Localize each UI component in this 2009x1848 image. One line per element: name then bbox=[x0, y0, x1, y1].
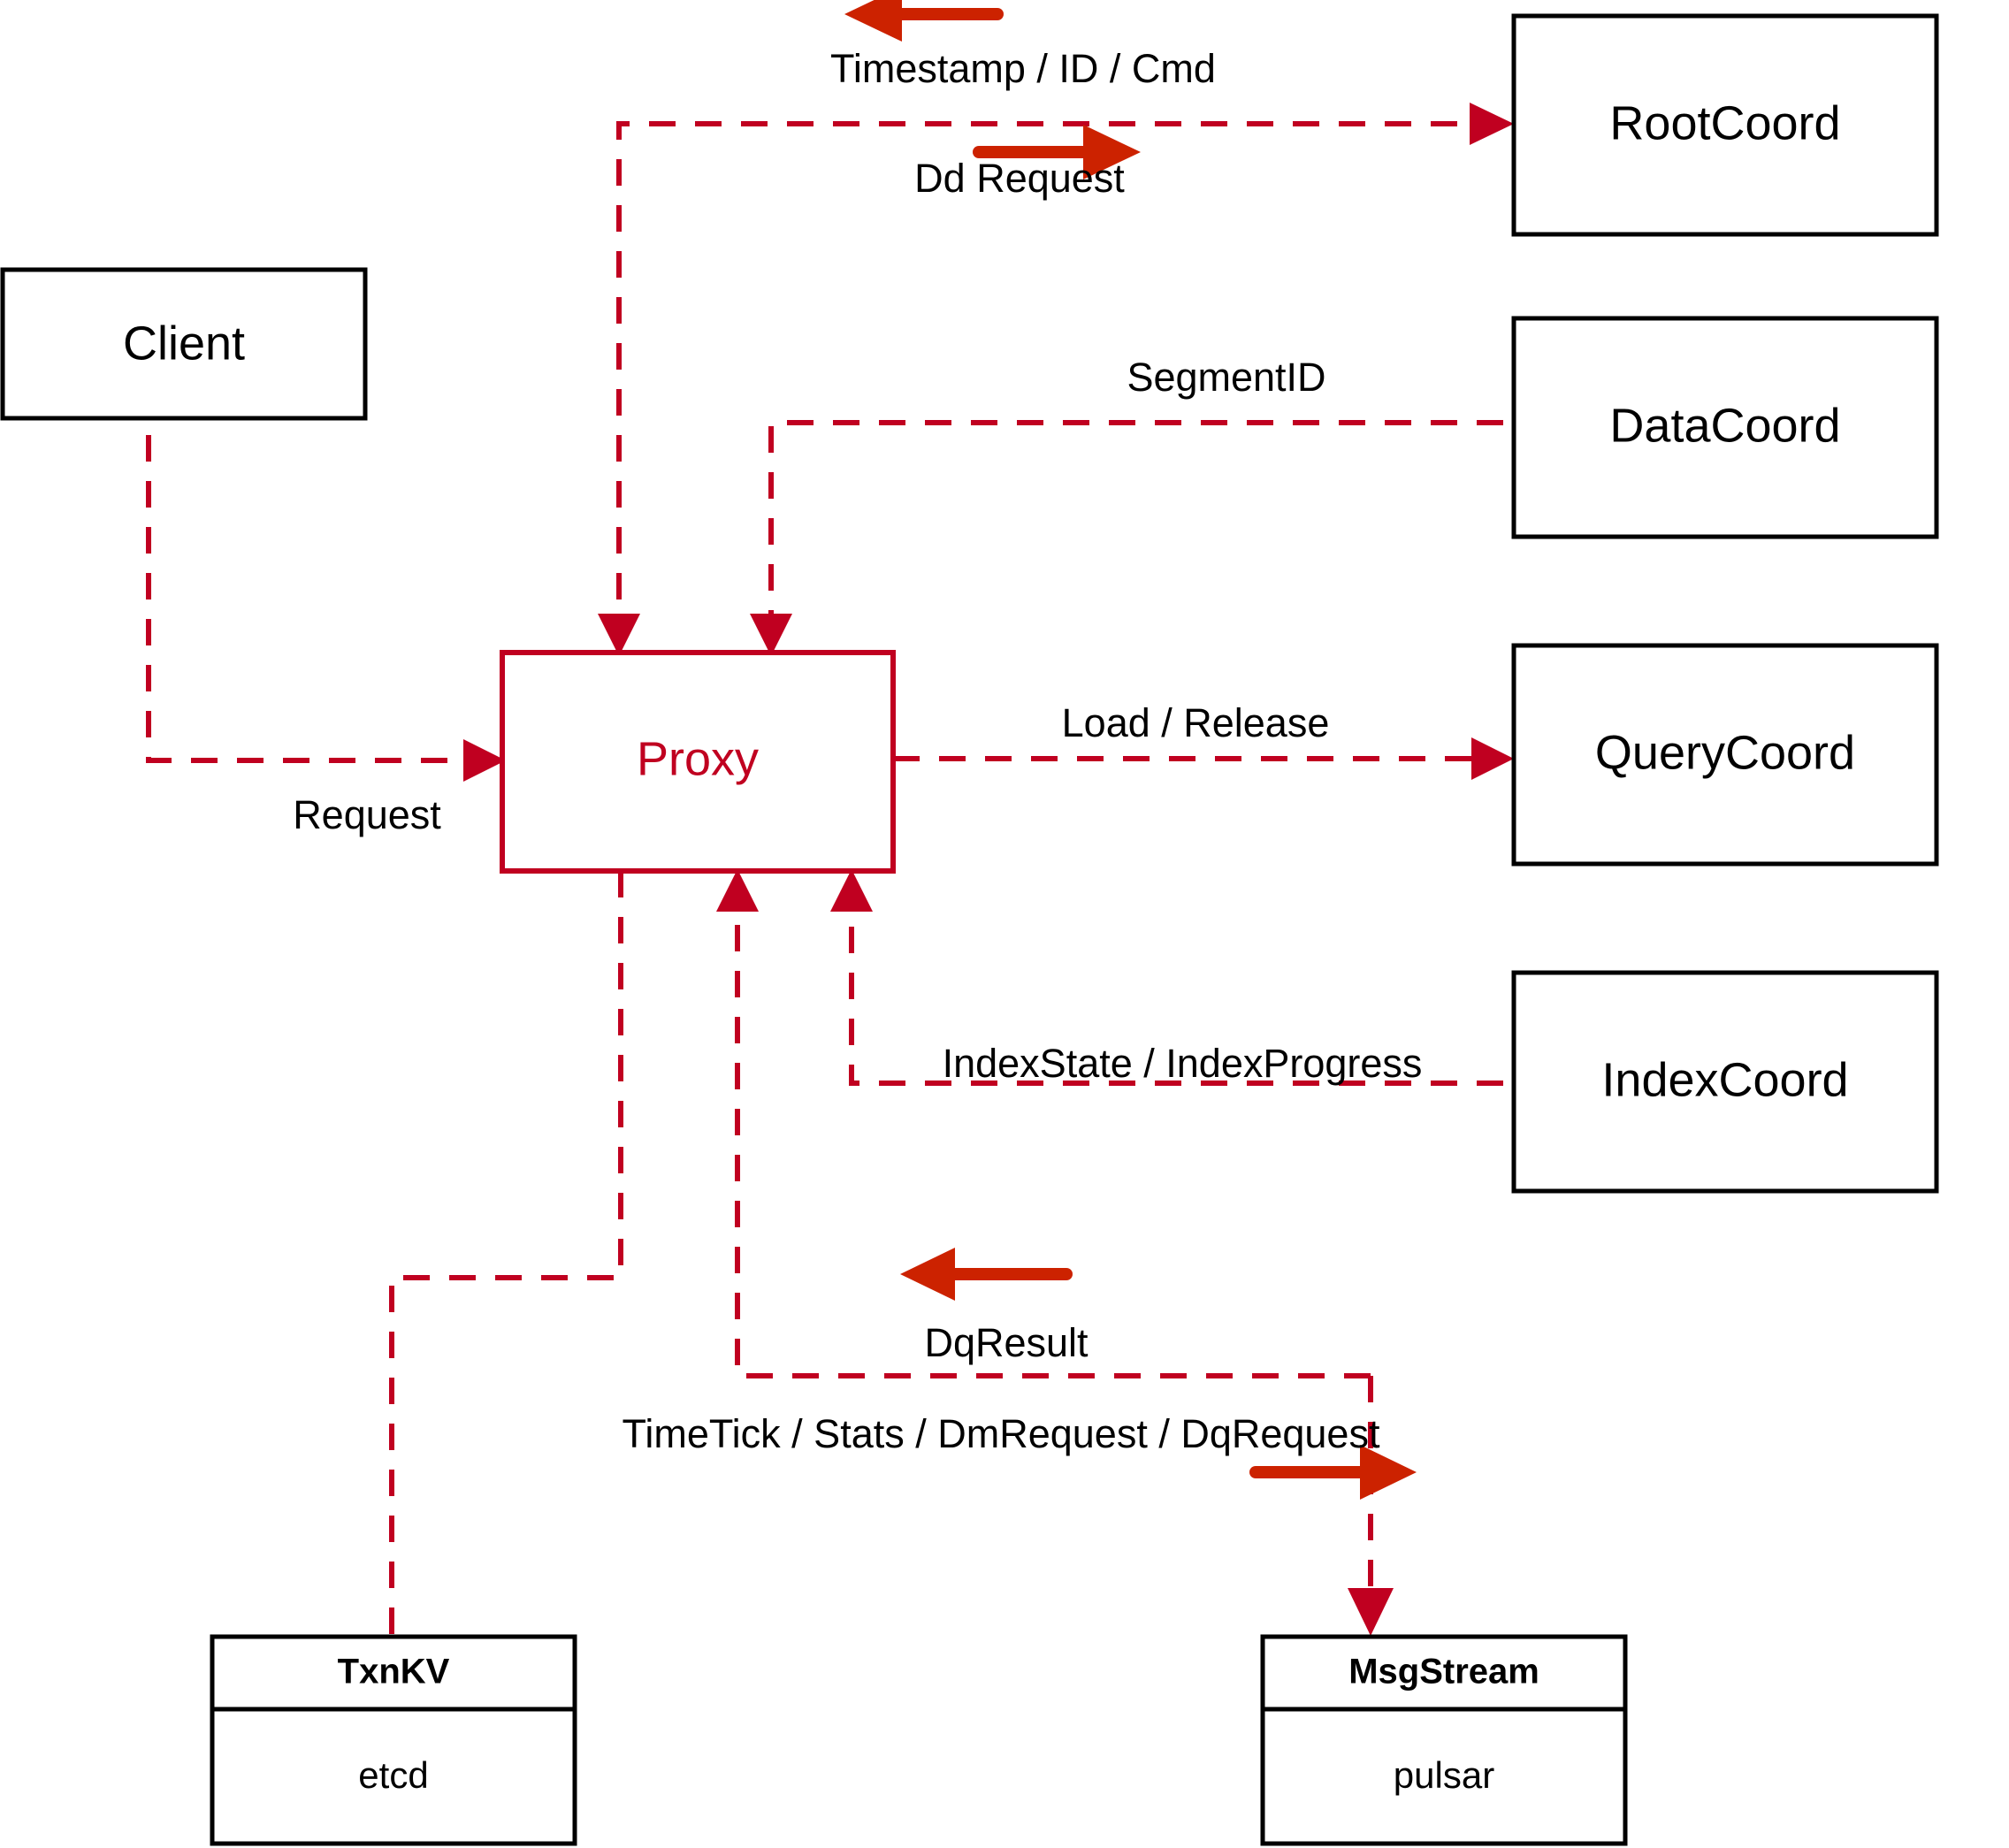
arrowhead-request bbox=[463, 739, 506, 782]
node-datacoord-box[interactable] bbox=[1511, 316, 1939, 539]
node-rootcoord-box[interactable] bbox=[1511, 13, 1939, 237]
arrowhead-dq-result bbox=[716, 869, 759, 912]
edge-label-index-state-progress: IndexState / IndexProgress bbox=[943, 1041, 1423, 1086]
node-txnkv-body: etcd bbox=[358, 1754, 428, 1796]
direction-arrow-dq-result bbox=[900, 1248, 1073, 1301]
flow-index-state-progress bbox=[849, 893, 1503, 1086]
node-msgstream[interactable]: MsgStream pulsar bbox=[1260, 1634, 1628, 1846]
node-msgstream-box[interactable] bbox=[1260, 1634, 1628, 1846]
node-msgstream-body: pulsar bbox=[1394, 1754, 1494, 1796]
flow-dq-result bbox=[735, 893, 1371, 1378]
node-querycoord-label: QueryCoord bbox=[1595, 726, 1855, 779]
edge-label-dq-result: DqResult bbox=[924, 1320, 1089, 1365]
flow-segment-id bbox=[768, 420, 1503, 632]
node-querycoord-box[interactable] bbox=[1511, 643, 1939, 867]
node-rootcoord-label: RootCoord bbox=[1609, 96, 1840, 149]
node-proxy-label: Proxy bbox=[637, 732, 759, 785]
flow-request bbox=[146, 389, 482, 763]
edge-label-timestamp-id-cmd: Timestamp / ID / Cmd bbox=[830, 46, 1216, 91]
node-indexcoord-box[interactable] bbox=[1511, 970, 1939, 1194]
flow-timestamp-id-cmd bbox=[616, 121, 1503, 632]
node-txnkv-title: TxnKV bbox=[338, 1653, 450, 1691]
node-txnkv[interactable]: TxnKV etcd bbox=[210, 1634, 577, 1846]
edge-label-timetick-stats-dm-dq: TimeTick / Stats / DmRequest / DqRequest bbox=[623, 1411, 1380, 1456]
direction-arrow-timetick bbox=[1249, 1445, 1417, 1500]
node-proxy-box[interactable] bbox=[500, 650, 896, 874]
node-txnkv-box[interactable] bbox=[210, 1634, 577, 1846]
node-client-label: Client bbox=[123, 317, 245, 370]
edge-label-request: Request bbox=[293, 792, 441, 837]
arrowhead-timestamp-id-cmd bbox=[598, 614, 640, 656]
direction-arrow-timestamp-id-cmd bbox=[844, 0, 1004, 42]
arrowhead-segment-id bbox=[750, 614, 792, 656]
direction-arrow-dd-request bbox=[973, 125, 1141, 179]
edge-label-dd-request: Dd Request bbox=[914, 156, 1125, 201]
edge-label-segment-id: SegmentID bbox=[1127, 355, 1325, 400]
node-client-box[interactable] bbox=[0, 267, 368, 421]
arrowhead-timetick-stats bbox=[1348, 1588, 1394, 1636]
node-datacoord-label: DataCoord bbox=[1609, 399, 1840, 452]
node-indexcoord-label: IndexCoord bbox=[1601, 1053, 1848, 1106]
arrowhead-load-release bbox=[1471, 737, 1514, 780]
flow-txnkv-link bbox=[389, 871, 623, 1637]
node-msgstream-title: MsgStream bbox=[1348, 1653, 1539, 1691]
edge-label-load-release: Load / Release bbox=[1062, 700, 1330, 745]
arrowhead-dd-request bbox=[1470, 103, 1514, 145]
arrowhead-index-state-progress bbox=[830, 869, 873, 912]
